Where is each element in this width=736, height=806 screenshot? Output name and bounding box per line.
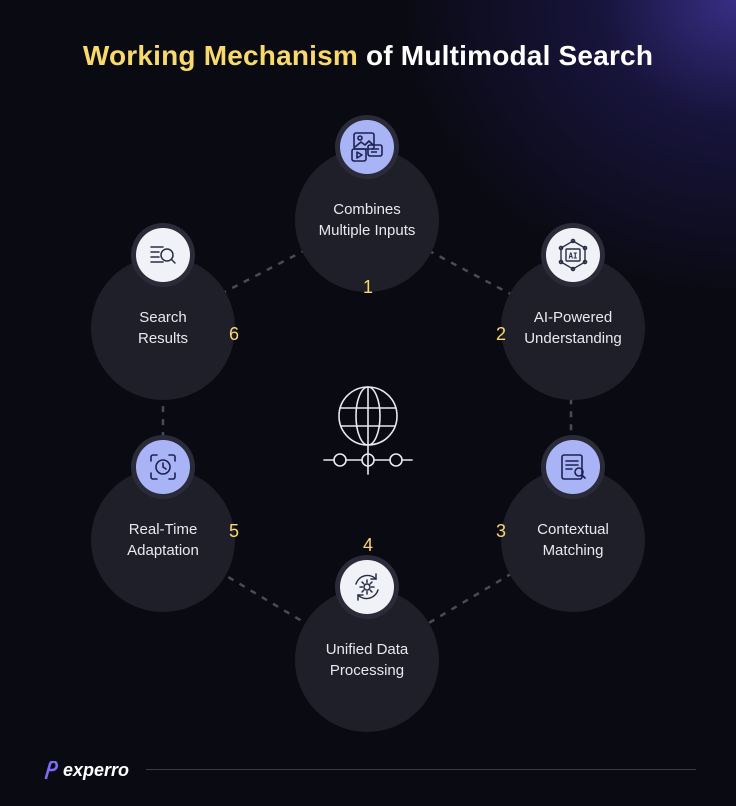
step-label: Combines Multiple Inputs — [318, 201, 416, 239]
title-rest: of Multimodal Search — [365, 40, 654, 71]
step-label: Real-Time Adaptation — [127, 521, 199, 559]
step-label: Unified Data Processing — [325, 641, 409, 679]
step-badge-5 — [131, 435, 195, 499]
brand-logo: experro — [44, 758, 129, 782]
svg-text:AI: AI — [568, 252, 577, 261]
step-badge-6 — [131, 223, 195, 287]
title-highlight: Working Mechanism — [82, 40, 358, 71]
step-badge-2: AI — [541, 223, 605, 287]
step-number-1: 1 — [362, 277, 373, 297]
step-node-1: Combines Multiple Inputs — [295, 148, 439, 292]
list-search-icon — [150, 246, 176, 264]
step-number-2: 2 — [495, 324, 506, 344]
clock-focus-icon — [150, 454, 176, 480]
globe-network-icon — [323, 386, 413, 475]
step-badge-1 — [335, 115, 399, 179]
step-number-5: 5 — [228, 521, 239, 541]
experro-logo-icon — [44, 761, 59, 779]
gear-sync-icon — [355, 573, 379, 601]
document-search-icon — [561, 454, 586, 480]
page-title: Working Mechanism of Multimodal Search — [0, 40, 736, 72]
step-label: Contextual Matching — [537, 521, 609, 559]
step-number-3: 3 — [495, 521, 506, 541]
footer-divider — [146, 769, 696, 770]
step-label: AI-Powered Understanding — [524, 309, 622, 347]
step-label: Search Results — [137, 309, 189, 347]
brand-name: experro — [63, 759, 130, 780]
ai-chip-icon: AI — [558, 238, 588, 272]
multimedia-icon — [351, 132, 383, 162]
step-number-6: 6 — [228, 324, 239, 344]
step-badge-3 — [541, 435, 605, 499]
step-badge-4 — [335, 555, 399, 619]
step-number-4: 4 — [362, 535, 373, 555]
